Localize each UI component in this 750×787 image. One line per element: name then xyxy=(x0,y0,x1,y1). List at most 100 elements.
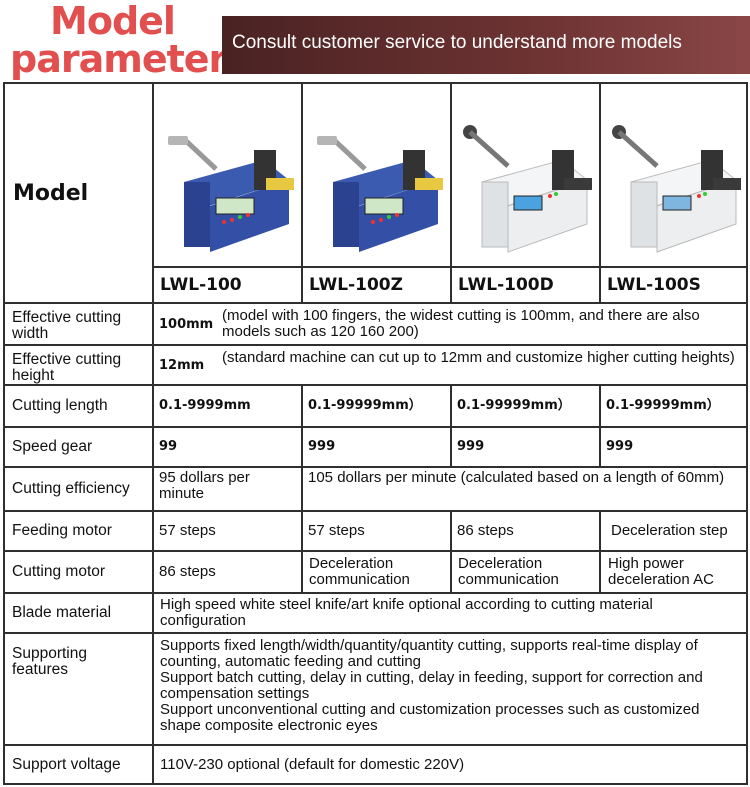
model-name: LWL-100 xyxy=(154,266,301,302)
width-value: 100mm xyxy=(159,317,214,332)
voltage-row: Support voltage 110V-230 optional (defau… xyxy=(3,744,748,785)
row-value-cell: 0.1-99999mm） xyxy=(599,386,748,426)
row-label: Cutting efficiency xyxy=(12,480,130,497)
height-value: 12mm xyxy=(159,358,205,373)
row-label: Supporting features xyxy=(12,645,87,678)
length-value: 0.1-9999mm xyxy=(159,398,251,413)
row-label-cell: Supporting features xyxy=(3,634,152,744)
row-value-cell: 0.1-99999mm） xyxy=(301,386,450,426)
blue-cutting-machine-image xyxy=(303,84,450,266)
cutting-motor-row: Cutting motor 86 steps Deceleration comm… xyxy=(3,550,748,592)
feature-line: Supports fixed length/width/quantity/qua… xyxy=(160,637,698,670)
row-label-cell: Support voltage xyxy=(3,746,152,783)
efficiency-row: Cutting efficiency 95 dollars per minute… xyxy=(3,466,748,510)
row-value-cell: High power deceleration AC xyxy=(599,552,748,592)
parameters-table: Model LWL-100 xyxy=(3,82,748,785)
title-line-2: parameters xyxy=(10,37,249,81)
feeding-value: 57 steps xyxy=(159,522,216,539)
row-label: Effective cutting width xyxy=(12,309,122,342)
row-value-cell: 95 dollars per minute xyxy=(152,468,301,510)
feeding-value: Deceleration step xyxy=(611,522,728,539)
info-banner: Consult customer service to understand m… xyxy=(222,16,750,74)
row-value-cell: 12mm (standard machine can cut up to 12m… xyxy=(152,346,748,384)
row-label: Effective cutting height xyxy=(12,351,122,384)
row-label-cell: Speed gear xyxy=(3,428,152,466)
speed-value: 999 xyxy=(606,439,634,454)
row-label-cell: Cutting efficiency xyxy=(3,468,152,510)
height-row: Effective cutting height 12mm (standard … xyxy=(3,344,748,384)
cutting-motor-value: Deceleration communication xyxy=(458,555,559,588)
speed-value: 99 xyxy=(159,439,178,454)
row-value-cell: Deceleration communication xyxy=(450,552,599,592)
feeding-value: 86 steps xyxy=(457,522,514,539)
row-value-cell: 57 steps xyxy=(152,512,301,550)
row-value-cell: Deceleration step xyxy=(599,512,748,550)
row-label: Feeding motor xyxy=(12,522,112,539)
white-cutting-machine-image xyxy=(452,84,599,266)
white-cutting-machine-image xyxy=(601,84,746,266)
length-value: 0.1-99999mm） xyxy=(308,398,422,413)
row-value-cell: 57 steps xyxy=(301,512,450,550)
efficiency-value: 95 dollars per minute xyxy=(159,469,250,502)
page-title: Model parameters xyxy=(10,0,249,81)
feature-line: Support unconventional cutting and custo… xyxy=(160,701,700,734)
cutting-motor-value: High power deceleration AC xyxy=(608,555,714,588)
length-value: 0.1-99999mm） xyxy=(457,398,571,413)
speed-value: 999 xyxy=(457,439,485,454)
width-row: Effective cutting width 100mm (model wit… xyxy=(3,302,748,344)
height-note: (standard machine can cut up to 12mm and… xyxy=(222,349,735,366)
row-value-cell: Deceleration communication xyxy=(301,552,450,592)
row-value-cell: 999 xyxy=(301,428,450,466)
model-cell: LWL-100Z xyxy=(301,84,450,302)
feeding-value: 57 steps xyxy=(308,522,365,539)
blade-value: High speed white steel knife/art knife o… xyxy=(160,596,653,629)
feature-line: Support batch cutting, delay in cutting,… xyxy=(160,669,703,702)
row-value-cell: 86 steps xyxy=(152,552,301,592)
row-label-cell: Cutting length xyxy=(3,386,152,426)
model-name: LWL-100Z xyxy=(303,266,450,302)
page-header: Model parameters Consult customer servic… xyxy=(0,0,750,80)
blade-row: Blade material High speed white steel kn… xyxy=(3,592,748,632)
speed-row: Speed gear 99 999 999 999 xyxy=(3,426,748,466)
width-note: (model with 100 fingers, the widest cutt… xyxy=(222,307,700,340)
feeding-row: Feeding motor 57 steps 57 steps 86 steps… xyxy=(3,510,748,550)
row-value-cell: 0.1-99999mm） xyxy=(450,386,599,426)
row-label: Cutting length xyxy=(12,397,108,414)
row-label: Cutting motor xyxy=(12,563,106,580)
row-label-cell: Blade material xyxy=(3,594,152,632)
row-label-cell: Cutting motor xyxy=(3,552,152,592)
banner-text: Consult customer service to understand m… xyxy=(232,32,682,53)
features-row: Supporting features Supports fixed lengt… xyxy=(3,632,748,744)
model-cell: LWL-100D xyxy=(450,84,599,302)
model-name: LWL-100S xyxy=(601,266,746,302)
row-value-cell: 99 xyxy=(152,428,301,466)
voltage-value: 110V-230 optional (default for domestic … xyxy=(160,755,465,773)
row-label-cell: Effective cutting width xyxy=(3,304,152,344)
speed-value: 999 xyxy=(308,439,336,454)
cutting-motor-value: 86 steps xyxy=(159,563,216,580)
model-name: LWL-100D xyxy=(452,266,599,302)
blue-cutting-machine-image xyxy=(154,84,301,266)
model-label: Model xyxy=(13,180,89,206)
row-value-cell: 999 xyxy=(450,428,599,466)
row-label: Blade material xyxy=(12,604,112,621)
row-label: Speed gear xyxy=(12,438,93,455)
cutting-motor-value: Deceleration communication xyxy=(309,555,410,588)
row-label: Support voltage xyxy=(12,755,121,773)
title-line-1: Model xyxy=(50,0,176,43)
row-value-cell: 100mm (model with 100 fingers, the wides… xyxy=(152,304,748,344)
row-label-cell: Feeding motor xyxy=(3,512,152,550)
model-label-cell: Model xyxy=(3,84,152,302)
row-value-cell: Supports fixed length/width/quantity/qua… xyxy=(152,634,748,744)
row-value-cell: 0.1-9999mm xyxy=(152,386,301,426)
model-row: Model LWL-100 xyxy=(3,82,748,302)
row-label-cell: Effective cutting height xyxy=(3,346,152,384)
model-cell: LWL-100 xyxy=(152,84,301,302)
model-cell: LWL-100S xyxy=(599,84,748,302)
length-value: 0.1-99999mm） xyxy=(606,398,720,413)
length-row: Cutting length 0.1-9999mm 0.1-99999mm） 0… xyxy=(3,384,748,426)
efficiency-value: 105 dollars per minute (calculated based… xyxy=(308,469,725,486)
row-value-cell: 105 dollars per minute (calculated based… xyxy=(301,468,748,510)
row-value-cell: High speed white steel knife/art knife o… xyxy=(152,594,748,632)
row-value-cell: 999 xyxy=(599,428,748,466)
